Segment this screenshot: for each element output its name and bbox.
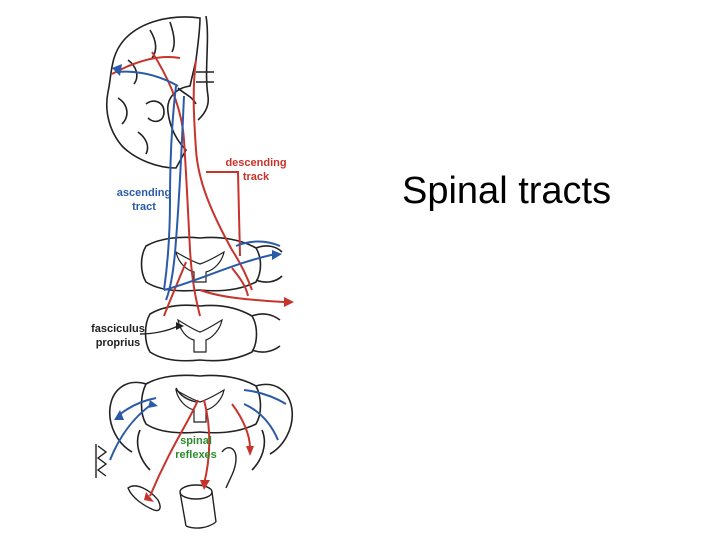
label-descending-2: track <box>243 171 270 183</box>
skin-receptor <box>95 444 108 478</box>
label-spinal-2: reflexes <box>175 449 217 461</box>
cord-segment-upper <box>140 236 283 292</box>
ganglion-right <box>221 447 237 489</box>
cord-segment-middle <box>144 304 281 362</box>
ascending-arrowheads <box>112 64 282 420</box>
label-fasciculus-1: fasciculus <box>91 323 145 335</box>
slide-title: Spinal tracts <box>402 170 612 212</box>
label-spinal-1: spinal <box>180 435 212 447</box>
descending-tract-lines <box>111 51 285 497</box>
muscle-cylinder <box>179 484 217 529</box>
label-ascending-1: ascending <box>117 187 171 199</box>
label-descending-1: descending <box>225 157 286 169</box>
fasciculus-lines <box>139 325 197 403</box>
ascending-tract-lines <box>109 70 287 461</box>
label-fasciculus-2: proprius <box>96 337 141 349</box>
brain-section <box>106 15 214 169</box>
fasciculus-arrowhead <box>176 322 184 330</box>
descending-arrowheads <box>144 297 294 502</box>
label-ascending-2: tract <box>132 201 156 213</box>
cord-segment-lower <box>108 374 294 471</box>
muscle-left <box>127 485 161 512</box>
